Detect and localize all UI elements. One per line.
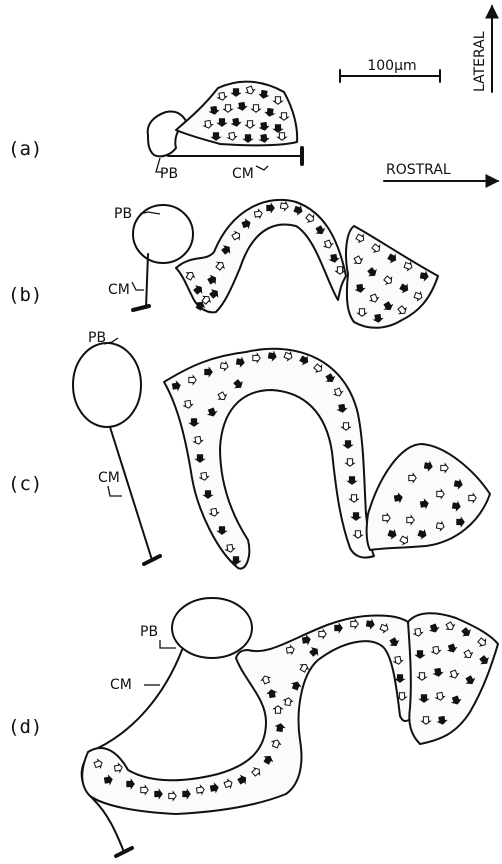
pb-label-b: PB	[114, 206, 132, 222]
panel-label-b: (b)	[8, 284, 42, 306]
panel-label-c: (c)	[8, 473, 42, 495]
lateral-axis-label: LATERAL	[472, 31, 488, 92]
pb-d-outline	[172, 598, 252, 658]
panel-label-a: (a)	[8, 138, 42, 160]
cm-label-b: CM	[108, 282, 130, 298]
cm-label-a: CM	[232, 166, 254, 182]
pb-a-outline	[148, 111, 186, 156]
panel-b: PB CM	[108, 200, 438, 328]
pb-label-c: PB	[88, 330, 106, 346]
scale-bar-label: 100μm	[367, 58, 416, 74]
cm-label-c: CM	[98, 470, 120, 486]
pb-c-outline	[73, 343, 141, 427]
rostral-axis: ROSTRAL	[384, 162, 498, 181]
lateral-axis: LATERAL	[472, 6, 492, 92]
panel-c: PB CM	[73, 330, 490, 569]
panel-label-d: (d)	[8, 716, 42, 738]
panel-a: PB CM	[148, 82, 302, 182]
cm-label-d: CM	[110, 677, 132, 693]
rostral-axis-label: ROSTRAL	[386, 162, 451, 178]
pb-label-a: PB	[160, 166, 178, 182]
scale-bar: 100μm	[340, 58, 440, 82]
panel-d: PB CM	[82, 598, 498, 856]
pb-label-d: PB	[140, 624, 158, 640]
